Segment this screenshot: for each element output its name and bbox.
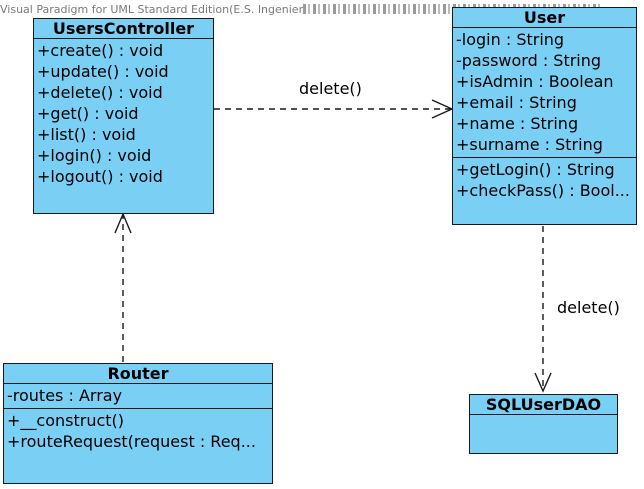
operation: +routeRequest(request : Req... bbox=[7, 432, 256, 451]
operation: +update() : void bbox=[37, 62, 169, 81]
open-arrowhead-icon bbox=[114, 212, 132, 234]
attributes-compartment bbox=[470, 415, 617, 426]
operation: +login() : void bbox=[37, 146, 152, 165]
attribute: +name : String bbox=[456, 114, 579, 133]
class-user[interactable]: User -login : String -password : String … bbox=[452, 7, 637, 225]
class-name: Router bbox=[4, 364, 272, 384]
operation: +get() : void bbox=[37, 104, 139, 123]
attributes-compartment: -login : String -password : String +isAd… bbox=[453, 28, 636, 158]
operation: +list() : void bbox=[37, 125, 136, 144]
operation: +logout() : void bbox=[37, 167, 163, 186]
operations-compartment: +__construct() +routeRequest(request : R… bbox=[4, 409, 272, 454]
class-name: UsersController bbox=[34, 19, 213, 39]
operation: +getLogin() : String bbox=[456, 160, 615, 179]
attribute: -login : String bbox=[456, 30, 565, 49]
operation: +delete() : void bbox=[37, 83, 163, 102]
dependency-label-controller-user: delete() bbox=[299, 79, 362, 98]
dependency-label-user-dao: delete() bbox=[557, 298, 620, 317]
operation: +checkPass() : Bool... bbox=[456, 181, 630, 200]
operation: +create() : void bbox=[37, 41, 164, 60]
class-users-controller[interactable]: UsersController +create() : void +update… bbox=[33, 18, 214, 214]
open-arrowhead-icon bbox=[534, 372, 552, 393]
attribute: +email : String bbox=[456, 93, 577, 112]
class-router[interactable]: Router -routes : Array +__construct() +r… bbox=[3, 363, 273, 484]
watermark-text: Visual Paradigm for UML Standard Edition… bbox=[0, 3, 304, 16]
attribute: -routes : Array bbox=[7, 386, 123, 405]
attribute: +isAdmin : Boolean bbox=[456, 72, 614, 91]
class-name: SQLUserDAO bbox=[470, 395, 617, 415]
operation: +__construct() bbox=[7, 411, 125, 430]
operations-compartment: +create() : void +update() : void +delet… bbox=[34, 39, 213, 189]
attribute: +surname : String bbox=[456, 135, 603, 154]
attributes-compartment: -routes : Array bbox=[4, 384, 272, 409]
operations-compartment: +getLogin() : String +checkPass() : Bool… bbox=[453, 158, 636, 203]
attribute: -password : String bbox=[456, 51, 602, 70]
class-name: User bbox=[453, 8, 636, 28]
class-sqluserdao[interactable]: SQLUserDAO bbox=[469, 394, 618, 454]
